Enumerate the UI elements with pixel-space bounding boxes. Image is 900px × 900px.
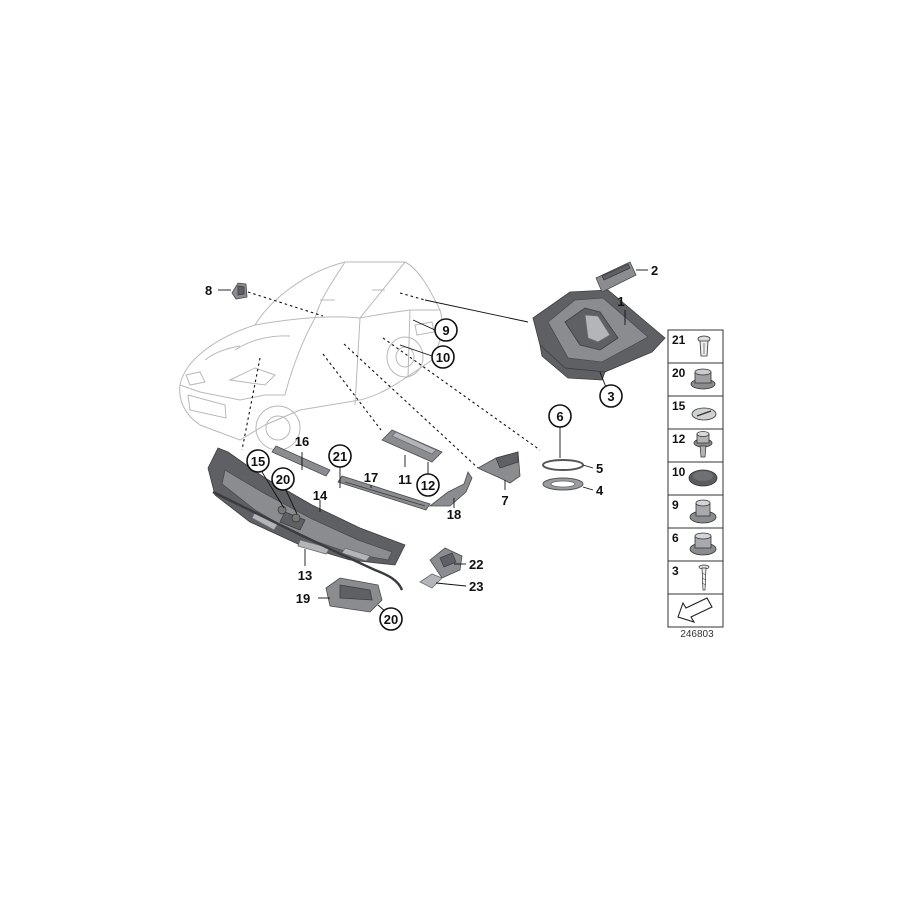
callout-15: 15 — [251, 454, 265, 469]
legend-label-21: 21 — [672, 333, 686, 347]
legend-label-6: 6 — [672, 531, 679, 545]
callout-16: 16 — [295, 434, 309, 449]
callout-22: 22 — [469, 557, 483, 572]
callout-15-circle: 15 — [246, 449, 270, 473]
callout-13: 13 — [298, 568, 312, 583]
callout-6-circle: 6 — [548, 404, 572, 428]
document-number: 246803 — [680, 629, 714, 640]
callout-labels: 1 2 8 5 4 7 11 16 17 18 14 13 19 22 23 — [205, 263, 658, 606]
callout-4: 4 — [596, 483, 604, 498]
part-clip-23 — [419, 573, 443, 589]
part-plate-11 — [381, 429, 443, 463]
indicator-lines — [241, 291, 541, 469]
callout-3-circle: 3 — [599, 384, 623, 408]
part-trim-18 — [428, 471, 473, 507]
callout-17: 17 — [364, 470, 378, 485]
callout-11: 11 — [398, 472, 412, 487]
part-trim-16 — [271, 445, 331, 477]
callout-10: 10 — [436, 350, 450, 365]
part-seal-7 — [477, 451, 521, 484]
callout-6: 6 — [556, 409, 563, 424]
push-rivet-icon — [697, 335, 711, 357]
legend-label-15: 15 — [672, 399, 686, 413]
circled-callouts: 9 10 3 6 12 21 15 20 — [246, 318, 623, 631]
callout-19: 19 — [296, 591, 310, 606]
part-bracket-22 — [429, 547, 463, 579]
fastener-legend: 21 20 15 12 10 9 6 3 — [667, 329, 724, 628]
callout-21-circle: 21 — [328, 444, 352, 468]
callout-12: 12 — [421, 478, 435, 493]
callout-8: 8 — [205, 283, 212, 298]
callout-20-top: 20 — [276, 472, 290, 487]
callout-21: 21 — [333, 449, 347, 464]
callout-10-circle: 10 — [431, 345, 455, 369]
bolt-icon — [693, 431, 713, 458]
vehicle-outline — [179, 261, 443, 451]
callout-3: 3 — [607, 389, 614, 404]
legend-label-9: 9 — [672, 498, 679, 512]
callout-20-circle-bottom: 20 — [379, 607, 403, 631]
legend-label-3: 3 — [672, 564, 679, 578]
part-seal-strip-13 — [212, 490, 404, 591]
part-trim-17 — [337, 475, 431, 511]
part-ring-5 — [542, 459, 584, 471]
callout-12-circle: 12 — [416, 473, 440, 497]
callout-5: 5 — [596, 461, 603, 476]
callout-9-circle: 9 — [434, 318, 458, 342]
part-tray-19 — [325, 577, 383, 613]
callout-14: 14 — [313, 488, 328, 503]
callout-7: 7 — [501, 493, 508, 508]
legend-label-12: 12 — [672, 432, 686, 446]
callout-20-circle-top: 20 — [271, 467, 295, 491]
callout-18: 18 — [447, 507, 461, 522]
screw-icon — [698, 564, 710, 591]
direction-arrow-icon — [677, 597, 713, 623]
callout-23: 23 — [469, 579, 483, 594]
legend-label-20: 20 — [672, 366, 686, 380]
callout-20-bottom: 20 — [384, 612, 398, 627]
part-storage-tray — [532, 289, 666, 381]
spacer-nut-icon — [689, 499, 717, 524]
round-grommet-icon — [688, 469, 718, 487]
part-cowl-panel-14 — [207, 447, 406, 566]
part-cover-panel — [595, 261, 637, 293]
part-bracket-8 — [231, 282, 248, 300]
slotted-plug-icon — [691, 407, 717, 421]
flange-nut-icon — [689, 532, 717, 556]
hex-nut-icon — [690, 368, 716, 390]
part-ring-4 — [542, 477, 584, 491]
callout-2: 2 — [651, 263, 658, 278]
legend-label-10: 10 — [672, 465, 686, 479]
callout-9: 9 — [442, 323, 449, 338]
callout-1: 1 — [617, 294, 624, 309]
